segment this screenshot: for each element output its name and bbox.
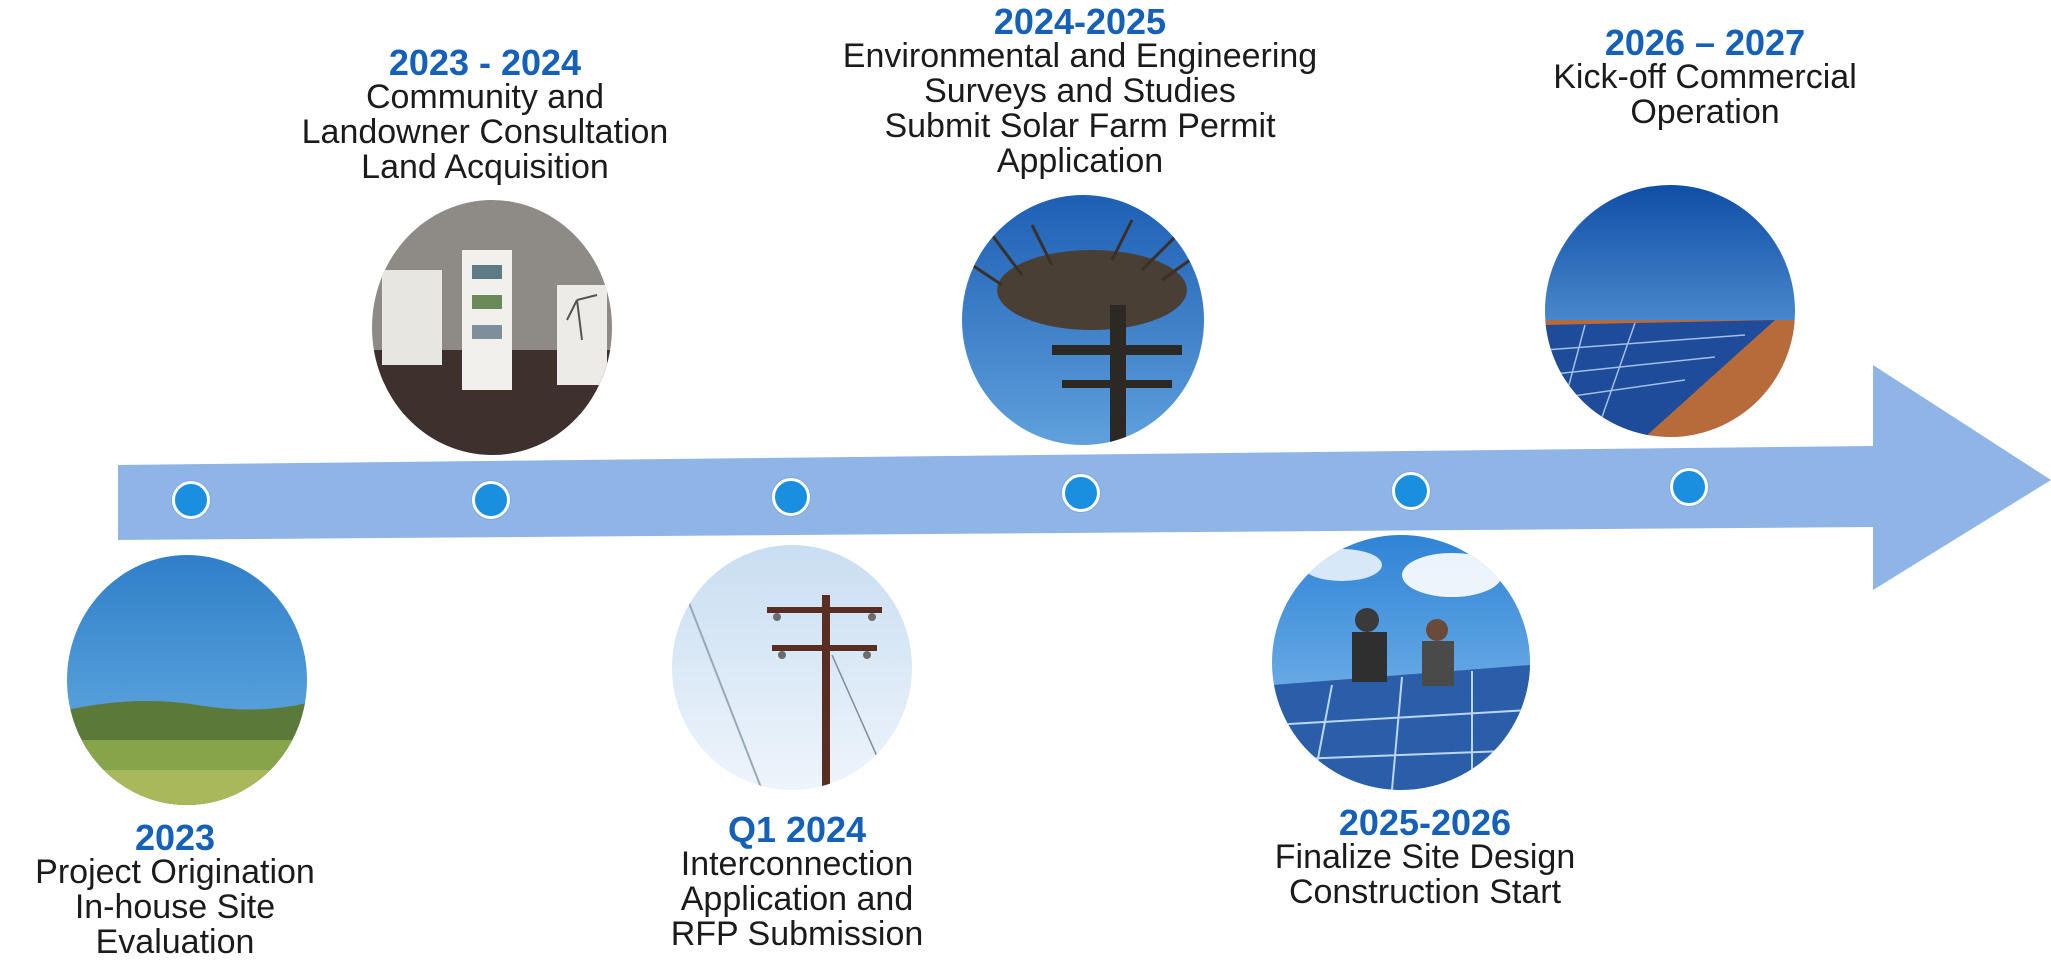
milestone-text: Project Origination: [35, 853, 315, 891]
milestone-text: Submit Solar Farm Permit: [884, 107, 1276, 145]
milestone-2023-2024-label: 2023 - 2024 Community and Landowner Cons…: [250, 45, 720, 185]
milestone-year: Q1 2024: [727, 809, 867, 850]
milestone-text: Construction Start: [1288, 873, 1562, 911]
milestone-year: 2026 – 2027: [1604, 22, 1806, 63]
solar-array-photo: [1545, 185, 1795, 437]
milestone-year: 2023 - 2024: [388, 42, 582, 83]
milestone-q1-2024-label: Q1 2024 Interconnection Application and …: [612, 812, 982, 952]
timeline-marker-2024-2025: [1062, 474, 1100, 512]
timeline-marker-2025-2026: [1392, 472, 1430, 510]
milestone-year: 2023: [134, 817, 216, 858]
timeline-marker-2026-2027: [1670, 468, 1708, 506]
milestone-text: In-house Site: [74, 888, 276, 926]
timeline-marker-2023-2024: [472, 481, 510, 519]
milestone-text: Kick-off Commercial: [1553, 58, 1857, 96]
milestone-text: Environmental and Engineering: [842, 37, 1318, 75]
milestone-text: Land Acquisition: [361, 148, 609, 186]
milestone-text: Community and: [365, 78, 605, 116]
milestone-text: Application and: [680, 880, 914, 918]
power-pole-photo: [672, 545, 912, 790]
timeline-marker-q1-2024: [772, 478, 810, 516]
milestone-text: Finalize Site Design: [1274, 838, 1576, 876]
timeline-marker-2023: [172, 481, 210, 519]
milestone-year: 2025-2026: [1338, 802, 1512, 843]
osprey-nest-photo: [962, 195, 1204, 445]
community-meeting-photo: [372, 200, 612, 455]
milestone-2026-2027-label: 2026 – 2027 Kick-off Commercial Operatio…: [1475, 25, 1935, 130]
solar-installers-photo: [1272, 535, 1530, 790]
milestone-year: 2024-2025: [993, 1, 1167, 42]
milestone-text: Interconnection: [680, 845, 914, 883]
milestone-text: Landowner Consultation: [301, 113, 669, 151]
milestone-text: Application: [996, 142, 1164, 180]
milestone-2025-2026-label: 2025-2026 Finalize Site Design Construct…: [1215, 805, 1635, 910]
green-field-photo: [67, 555, 307, 805]
milestone-text: Evaluation: [95, 923, 255, 961]
milestone-2023-label: 2023 Project Origination In-house Site E…: [0, 820, 350, 960]
milestone-2024-2025-label: 2024-2025 Environmental and Engineering …: [760, 4, 1400, 179]
milestone-text: Operation: [1630, 93, 1780, 131]
milestone-text: RFP Submission: [670, 915, 924, 953]
milestone-text: Surveys and Studies: [924, 72, 1236, 110]
